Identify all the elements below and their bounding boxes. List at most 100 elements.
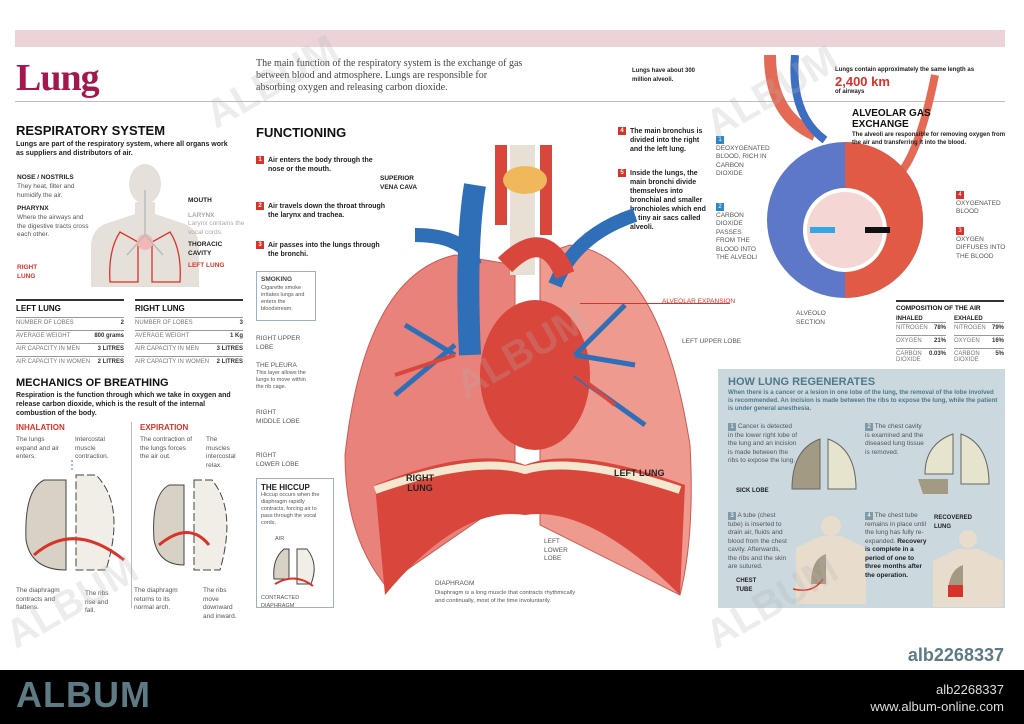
label-larynx: LARYNX <box>188 212 215 219</box>
body-chest-tube-icon <box>793 516 866 604</box>
respiratory-title: RESPIRATORY SYSTEM <box>16 123 166 138</box>
text-diaphragm: Diaphragm is a long muscle that contract… <box>435 590 576 604</box>
image-id-badge: alb2268337 <box>907 645 1004 665</box>
fact-pre: Lungs contain approximately the same len… <box>835 67 975 73</box>
header-band <box>15 30 1005 47</box>
alv-exp-line <box>580 303 730 304</box>
mechanics-subtitle: Respiration is the function through whic… <box>16 392 231 417</box>
regen-title: HOW LUNG REGENERATES <box>728 376 876 388</box>
label-alv-exp: ALVEOLAR EXPANSION <box>662 298 736 305</box>
fact-alveoli: Lungs have about 300 million alveoli. <box>632 68 696 83</box>
label-left-lung-main: LEFT LUNG <box>614 468 665 478</box>
label-thoracic: THORACIC CAVITY <box>188 241 223 257</box>
inh-diaphragm: The diaphragm contracts and flattens. <box>16 587 60 611</box>
regen-step-4: 4 The chest tube remains in place until … <box>865 512 927 579</box>
label-rml: RIGHT MIDDLE LOBE <box>256 409 300 425</box>
intro-text: The main function of the respiratory sys… <box>256 58 523 93</box>
text-larynx: Larynx contains the vocal cords. <box>188 220 245 236</box>
table-title: RIGHT LUNG <box>135 299 243 313</box>
fact-post: of airways <box>835 88 865 95</box>
footer-bar: ALBUM alb2268337 www.album-online.com <box>0 670 1024 724</box>
exp-ribs: The ribs move downward and inward. <box>203 587 237 620</box>
divider <box>131 422 132 608</box>
lung-sick-icon <box>791 438 857 490</box>
footer-url[interactable]: www.album-online.com <box>870 699 1004 714</box>
regen-sick: SICK LOBE <box>736 488 769 494</box>
label-nose: NOSE / NOSTRILS <box>17 174 74 181</box>
label-right-lung-main: RIGHT LUNG <box>406 473 434 493</box>
label-pleura: THE PLEURA <box>256 362 297 369</box>
label-left-lung: LEFT LUNG <box>188 262 225 269</box>
exp-diaphragm: The diaphragm returns to its normal arch… <box>134 587 178 611</box>
smoking-title: SMOKING <box>261 276 293 283</box>
regen-step-3: 3 A tube (chest tube) is inserted to dra… <box>728 512 787 570</box>
label-lul: LEFT UPPER LOBE <box>682 338 742 345</box>
hiccup-title: THE HICCUP <box>261 483 310 492</box>
inh-ribs: The ribs rise and fall. <box>85 590 109 614</box>
label-mouth: MOUTH <box>188 197 212 204</box>
body-recovered-icon <box>933 530 1003 607</box>
composition-title: COMPOSITION OF THE AIR <box>896 300 1004 312</box>
label-rul: RIGHT UPPER LOBE <box>256 335 301 351</box>
label-rll: RIGHT LOWER LOBE <box>256 452 299 468</box>
body-silhouette <box>91 164 199 287</box>
respiratory-subtitle: Lungs are part of the respiratory system… <box>16 141 228 157</box>
label-lll: LEFT LOWER LOBE <box>544 538 568 562</box>
divider <box>15 101 1005 102</box>
hiccup-diaphragm: CONTRACTED DIAPHRAGM <box>261 594 300 610</box>
regen-step-2: 2 The chest cavity is examined and the d… <box>865 423 924 456</box>
exp-muscle: The muscles intercostal relax. <box>206 436 236 469</box>
exp-lungs: The contraction of the lungs forces the … <box>140 436 193 460</box>
page-title: Lung <box>16 57 100 99</box>
alveolar-subtitle: The alveoli are responsible for removing… <box>852 132 1006 146</box>
hiccup-text: Hiccup occurs when the diaphragm rapidly… <box>261 492 320 526</box>
fact-length: Lungs contain approximately the same len… <box>835 66 995 96</box>
hiccup-air: AIR <box>275 536 285 542</box>
expiration-title: EXPIRATION <box>140 423 189 432</box>
alv-section: ALVEOLO SECTION <box>796 310 826 326</box>
label-pharynx: PHARYNX <box>17 205 49 212</box>
text-pleura: This layer allows the lungs to move with… <box>256 370 306 390</box>
text-nose: They heat, filter and humidify the air. <box>17 183 75 199</box>
regen-recovered: RECOVERED LUNG <box>934 515 973 530</box>
functioning-title: FUNCTIONING <box>256 125 347 140</box>
regen-step-1: 1 Cancer is detected in the lower right … <box>728 423 798 464</box>
hiccup-illustration <box>273 548 315 587</box>
label-diaphragm: DIAPHRAGM <box>435 580 475 587</box>
regeneration-panel: HOW LUNG REGENERATES When there is a can… <box>718 369 1005 608</box>
label-svc: SUPERIOR VENA CAVA <box>380 175 418 191</box>
table-title: LEFT LUNG <box>16 299 124 313</box>
inh-muscle: Intercostal muscle contraction. <box>75 436 109 460</box>
fact-value: 2,400 km <box>835 73 890 89</box>
regen-chest-tube: CHEST TUBE <box>736 578 757 593</box>
smoking-box: SMOKING Cigarette smoke irritates lungs … <box>256 271 316 321</box>
smoking-text: Cigarette smoke irritates lungs and ente… <box>261 284 305 312</box>
hiccup-box: THE HICCUP Hiccup occurs when the diaphr… <box>256 478 334 610</box>
lung-removed-icon <box>918 433 990 494</box>
alveolar-title: ALVEOLAR GAS EXCHANGE <box>852 108 931 130</box>
footer-id: alb2268337 <box>936 682 1004 697</box>
label-right-lung: RIGHT LUNG <box>17 264 38 280</box>
album-logo: ALBUM <box>16 674 151 715</box>
inh-lungs: The lungs expand and air enters. <box>16 436 60 460</box>
